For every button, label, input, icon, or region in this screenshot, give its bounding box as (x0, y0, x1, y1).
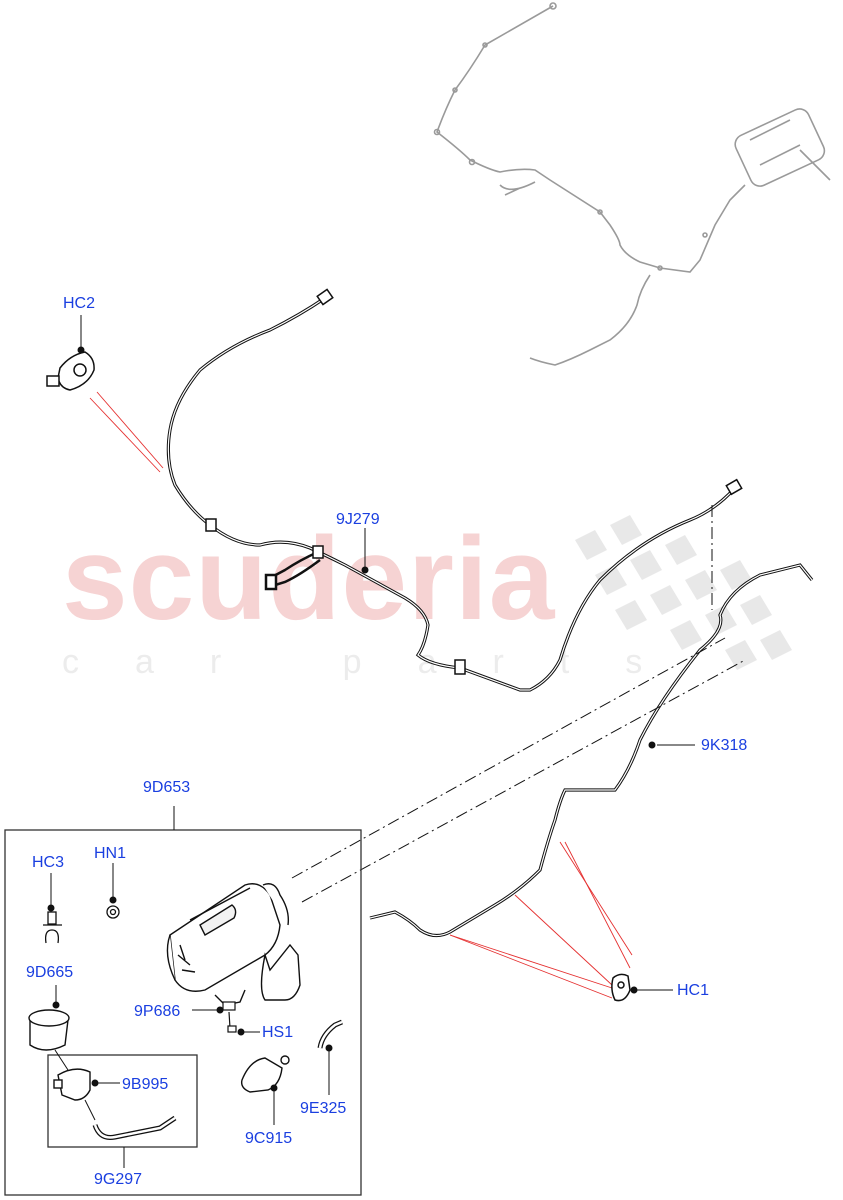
callout-9d653[interactable]: 9D653 (143, 779, 191, 796)
callout-hc1[interactable]: HC1 (677, 982, 710, 999)
alignment-lines (291, 505, 746, 903)
callout-hc2[interactable]: HC2 (63, 295, 96, 312)
callout-9j279[interactable]: 9J279 (336, 511, 380, 528)
clip-hc1-part (611, 973, 631, 1002)
filter-9d665-part (28, 1009, 70, 1051)
bracket-9p686-part (222, 1001, 237, 1033)
callout-9e325[interactable]: 9E325 (300, 1100, 347, 1117)
red-leader-lines (89, 391, 633, 999)
clip-hc3-part (43, 911, 62, 944)
hose-9e325-part (317, 1019, 343, 1049)
callout-9b995[interactable]: 9B995 (122, 1076, 169, 1093)
watermark-brand: scuderia (62, 513, 556, 645)
canister-part (166, 883, 301, 1006)
hose-clips (205, 288, 743, 675)
callout-leaders (47, 315, 695, 1125)
callout-9d665[interactable]: 9D665 (26, 964, 74, 981)
callout-9p686[interactable]: 9P686 (134, 1003, 181, 1020)
callout-hs1[interactable]: HS1 (262, 1024, 294, 1041)
nut-hn1-part (106, 905, 120, 919)
overview-assembly-illustration (433, 2, 831, 366)
kit-box-9d653 (4, 829, 362, 1196)
callout-hc3[interactable]: HC3 (32, 854, 65, 871)
callout-hn1[interactable]: HN1 (94, 845, 127, 862)
callout-9g297[interactable]: 9G297 (94, 1171, 143, 1188)
hose-9j279-branch (264, 550, 321, 591)
callout-9k318[interactable]: 9K318 (701, 737, 748, 754)
hose-9g297-part (92, 1115, 177, 1140)
valve-9c915-part (240, 1055, 290, 1093)
hose-9j279 (166, 296, 737, 692)
kit-box-9g297 (47, 1054, 198, 1148)
checkered-flag-watermark (575, 515, 792, 670)
watermark-tagline: car parts (62, 643, 699, 681)
valve-9b995-part (53, 1068, 91, 1101)
clip-hc2-part (46, 351, 95, 391)
callout-9c915[interactable]: 9C915 (245, 1130, 293, 1147)
